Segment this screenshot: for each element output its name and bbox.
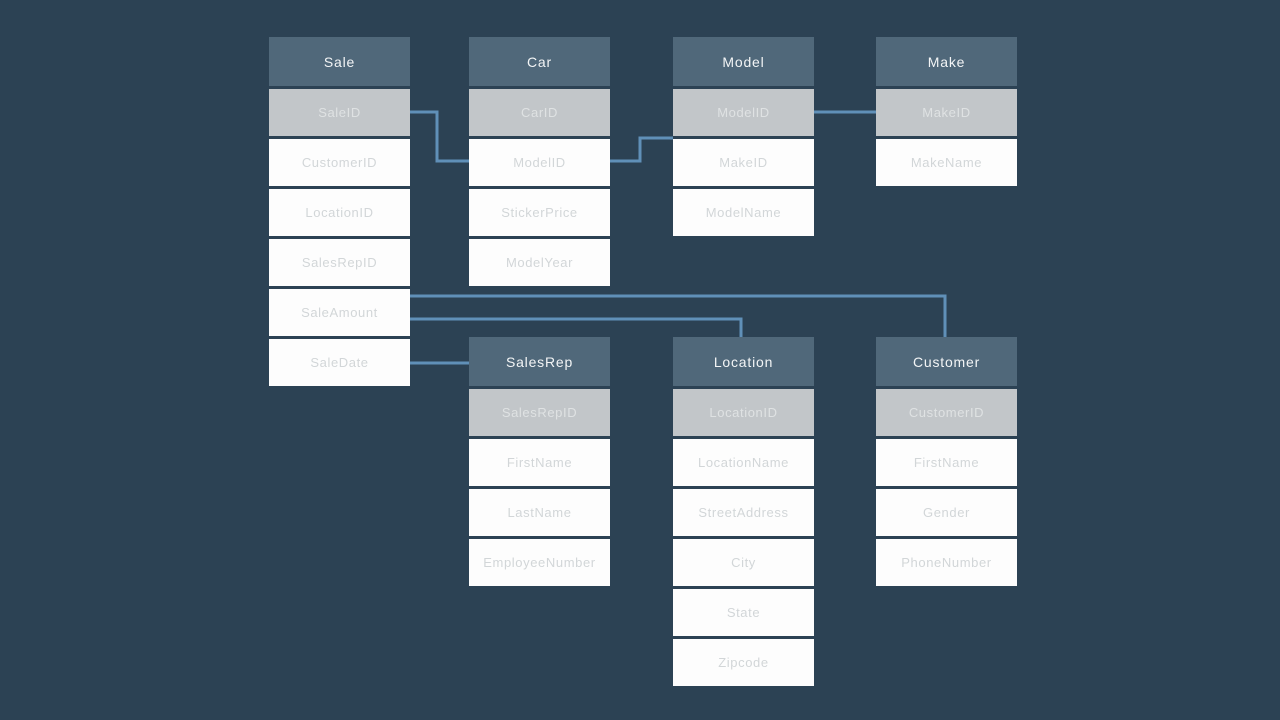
field-row: ModelYear	[469, 239, 610, 286]
primary-key-row: CarID	[469, 89, 610, 136]
field-row: State	[673, 589, 814, 636]
table-header-location: Location	[673, 337, 814, 386]
table-header-customer: Customer	[876, 337, 1017, 386]
field-row: ModelID	[469, 139, 610, 186]
field-row: FirstName	[876, 439, 1017, 486]
field-row: SalesRepID	[269, 239, 410, 286]
table-header-car: Car	[469, 37, 610, 86]
field-row: LocationID	[269, 189, 410, 236]
field-row: FirstName	[469, 439, 610, 486]
primary-key-row: SaleID	[269, 89, 410, 136]
field-row: StickerPrice	[469, 189, 610, 236]
primary-key-row: SalesRepID	[469, 389, 610, 436]
field-row: LastName	[469, 489, 610, 536]
field-row: LocationName	[673, 439, 814, 486]
field-row: SaleDate	[269, 339, 410, 386]
relationship-line	[410, 110, 469, 163]
field-row: SaleAmount	[269, 289, 410, 336]
table-header-model: Model	[673, 37, 814, 86]
field-row: PhoneNumber	[876, 539, 1017, 586]
relationship-line	[410, 294, 947, 337]
relationship-line	[410, 317, 743, 337]
relationship-line	[610, 136, 673, 163]
field-row: CustomerID	[269, 139, 410, 186]
primary-key-row: MakeID	[876, 89, 1017, 136]
field-row: Zipcode	[673, 639, 814, 686]
primary-key-row: CustomerID	[876, 389, 1017, 436]
field-row: ModelName	[673, 189, 814, 236]
field-row: MakeID	[673, 139, 814, 186]
table-header-make: Make	[876, 37, 1017, 86]
primary-key-row: ModelID	[673, 89, 814, 136]
field-row: City	[673, 539, 814, 586]
table-header-salesrep: SalesRep	[469, 337, 610, 386]
field-row: MakeName	[876, 139, 1017, 186]
field-row: Gender	[876, 489, 1017, 536]
table-header-sale: Sale	[269, 37, 410, 86]
primary-key-row: LocationID	[673, 389, 814, 436]
field-row: EmployeeNumber	[469, 539, 610, 586]
field-row: StreetAddress	[673, 489, 814, 536]
